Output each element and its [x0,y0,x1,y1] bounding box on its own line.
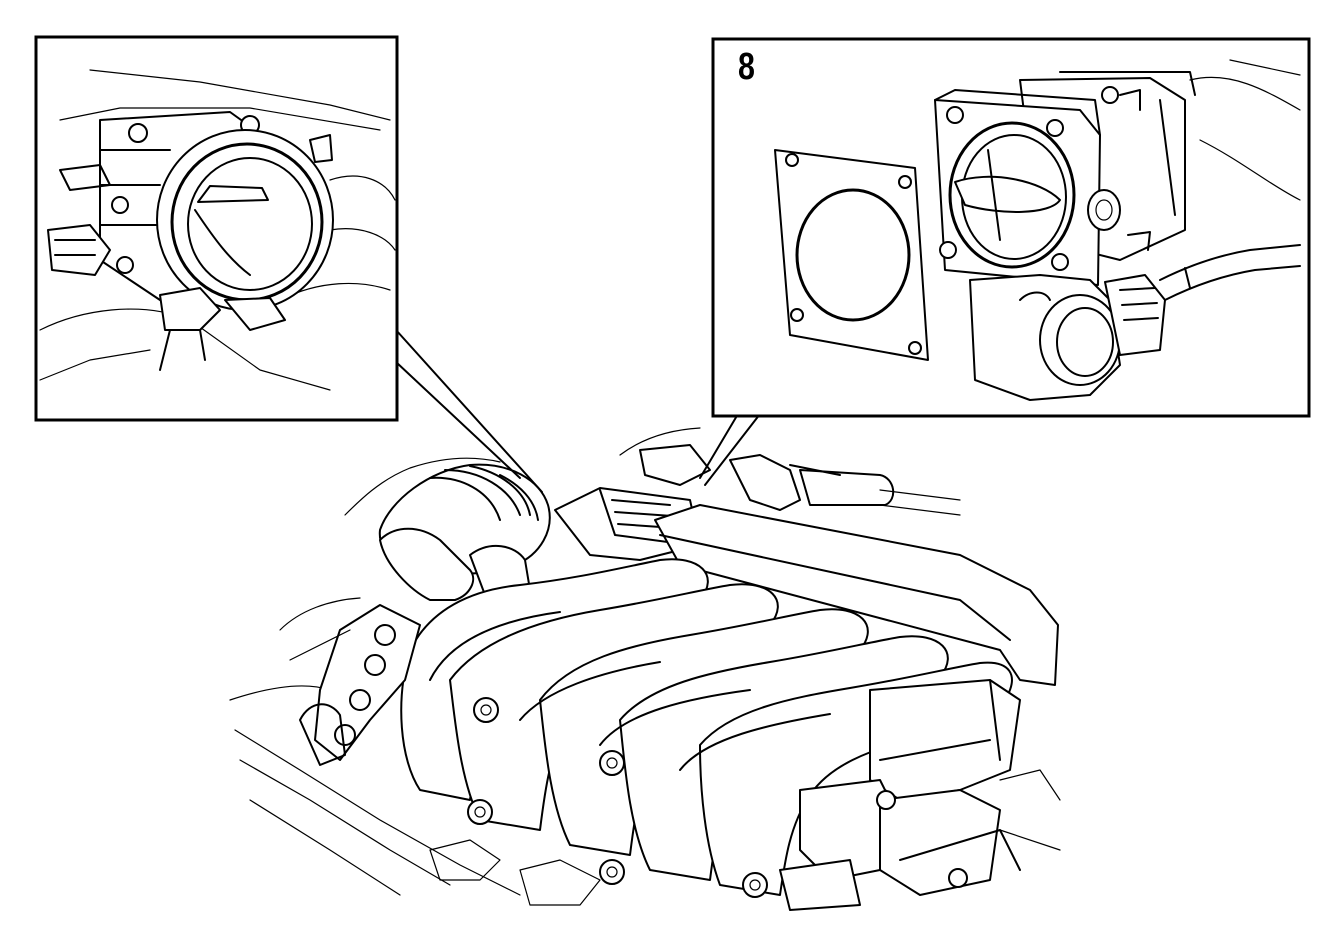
engine-overview [229,427,1061,911]
left-inset [34,35,399,422]
right-inset [711,37,1311,418]
step-number-label: 8 [738,46,755,88]
callout-leaders [395,329,761,493]
